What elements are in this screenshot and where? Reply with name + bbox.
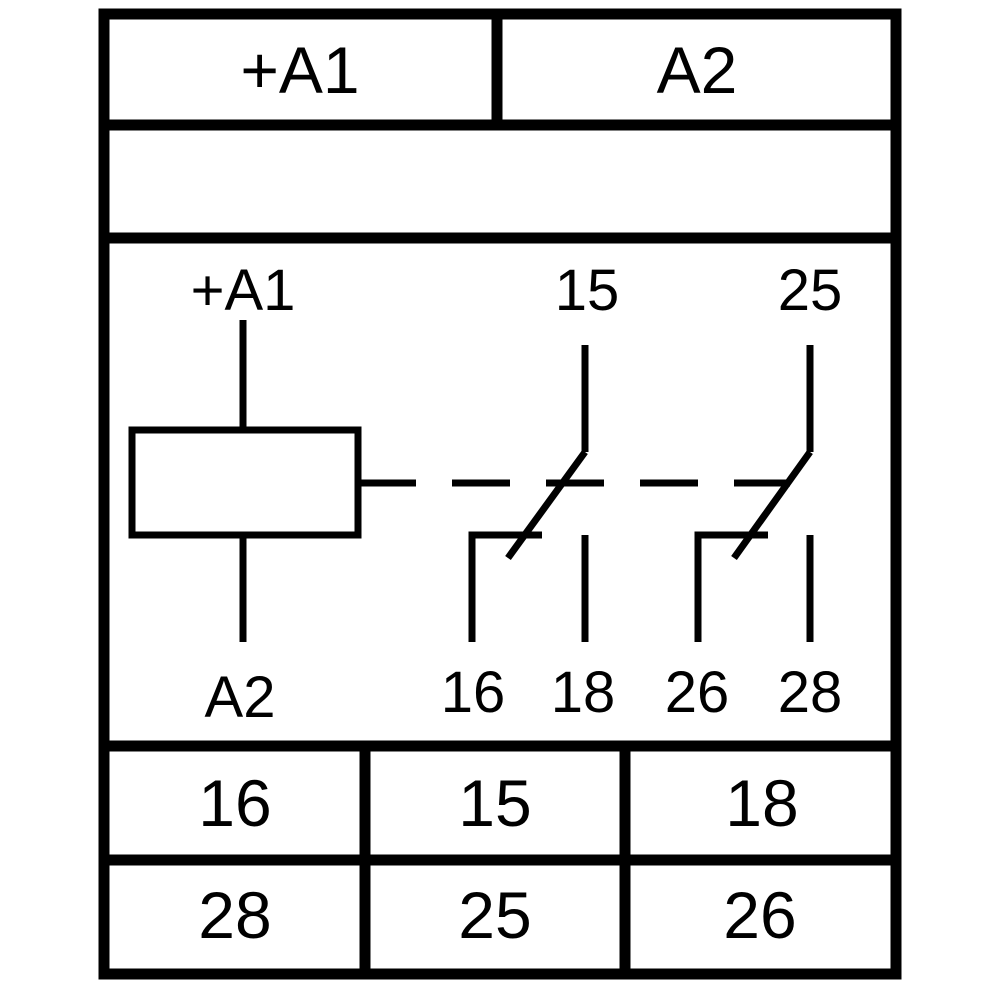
terminal-cell: 25	[458, 878, 531, 952]
terminal-cell: 28	[198, 878, 271, 952]
relay-coil	[128, 320, 362, 642]
contact2-no-label: 28	[778, 660, 843, 725]
contact1-nc-label: 16	[441, 660, 506, 725]
header-terminal-a1: +A1	[240, 33, 359, 107]
header-terminal-a2: A2	[657, 33, 738, 107]
terminal-cell: 26	[723, 878, 796, 952]
contact2-nc-label: 26	[665, 660, 730, 725]
coil-label-a2: A2	[205, 665, 276, 730]
changeover-contact-2	[694, 345, 814, 642]
coil-label-a1: +A1	[191, 258, 296, 323]
terminal-cell: 15	[458, 766, 531, 840]
changeover-contact-1	[468, 345, 589, 642]
contact1-no-label: 18	[551, 660, 616, 725]
terminal-cell: 18	[725, 766, 798, 840]
terminal-cell: 16	[198, 766, 271, 840]
contact2-common-label: 25	[778, 258, 843, 323]
contact1-common-label: 15	[555, 258, 620, 323]
